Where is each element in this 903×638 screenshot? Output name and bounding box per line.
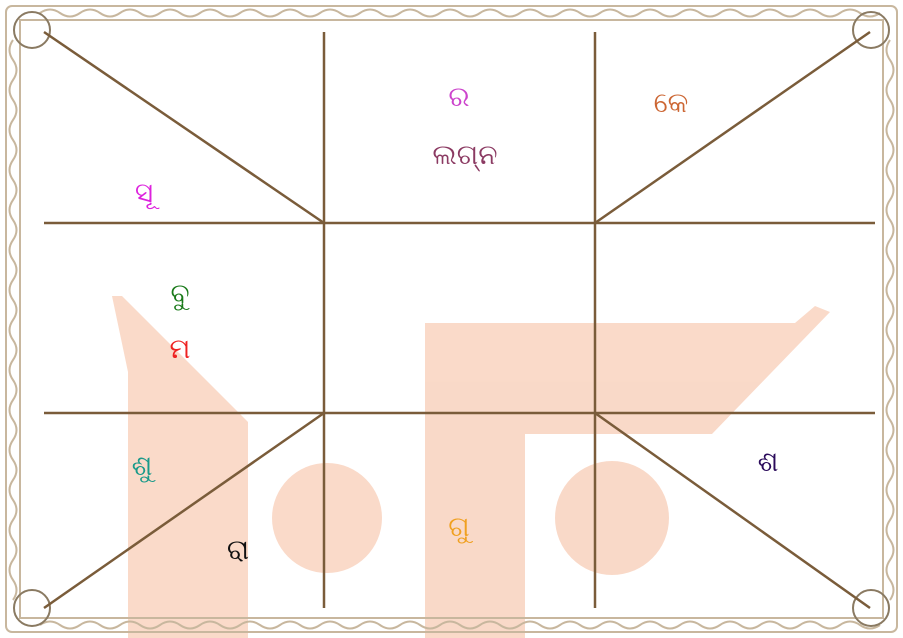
planet-label-rahu: ରା: [227, 536, 249, 564]
planet-label-surya: ସୂ: [135, 179, 153, 207]
planet-label-rahu-top: ର: [448, 83, 469, 111]
planet-label-mangala: ମ: [170, 335, 191, 363]
watermark-logo: [112, 296, 830, 638]
frame-right-scroll: [887, 40, 894, 600]
planet-label-shukra: ଶୁ: [132, 452, 153, 480]
planet-label-guru: ଗୁ: [448, 513, 470, 541]
frame-top-scroll: [40, 10, 880, 17]
planet-label-shani: ଶ: [758, 448, 779, 476]
grid-diagonal-top-left: [44, 32, 324, 223]
grid-diagonal-top-right: [595, 32, 870, 223]
planet-label-budha: ବୁ: [170, 280, 189, 308]
ascendant-label: ଲଗ୍ନ: [432, 141, 497, 169]
watermark-circle-right: [555, 461, 669, 575]
frame-left-scroll: [10, 40, 17, 600]
watermark-circle-left: [272, 463, 382, 573]
planet-label-ketu: କେ: [654, 89, 689, 117]
